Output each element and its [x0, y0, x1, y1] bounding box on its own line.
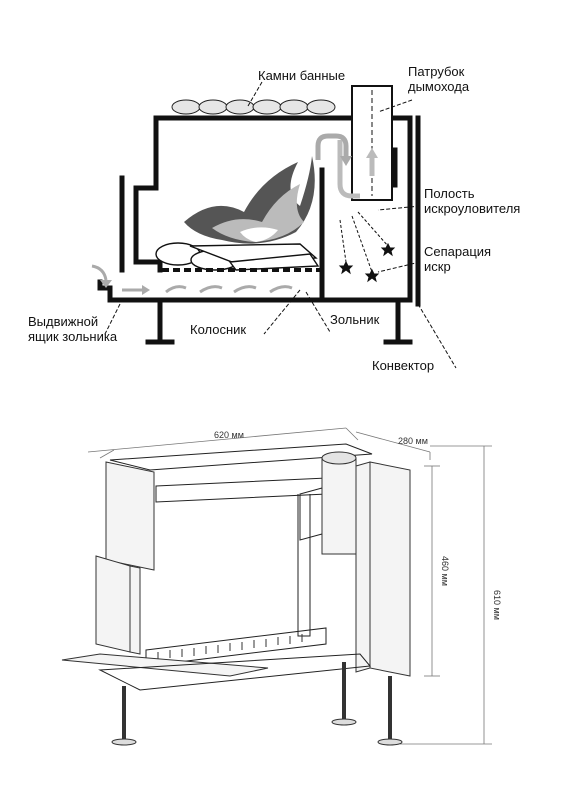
flue-pipe-3d: [299, 451, 357, 555]
left-upper-panel: [105, 461, 155, 571]
spark-separation: [338, 211, 396, 283]
dim-inner-height: 460 мм: [440, 556, 450, 586]
label-stones: Камни банные: [258, 68, 345, 83]
label-ash-pit: Зольник: [330, 312, 380, 327]
legs: [111, 662, 403, 746]
inner-post: [297, 494, 311, 637]
dimension-lines: [87, 427, 492, 745]
flame-icon: [184, 156, 315, 244]
door-edge: [129, 565, 141, 655]
right-front-strip: [355, 461, 371, 673]
label-convector: Конвектор: [372, 358, 434, 373]
dim-depth: 280 мм: [398, 436, 428, 446]
dim-total-height: 610 мм: [492, 590, 502, 620]
right-side-panel: [369, 461, 411, 677]
air-flow-arrows: [91, 264, 293, 295]
flue-pipe: [315, 85, 393, 201]
door-panel: [95, 555, 131, 653]
dim-width: 620 мм: [214, 430, 244, 440]
sauna-stones: [171, 99, 336, 115]
firewood-logs: [155, 242, 320, 271]
base-frame: [98, 653, 371, 691]
label-grate: Колосник: [190, 322, 246, 337]
isometric-section: 620 мм 280 мм 460 мм 610 мм: [61, 427, 502, 746]
ash-drawer-tray: [61, 653, 269, 677]
leader-lines: [103, 81, 457, 369]
stove-body: [97, 115, 421, 345]
